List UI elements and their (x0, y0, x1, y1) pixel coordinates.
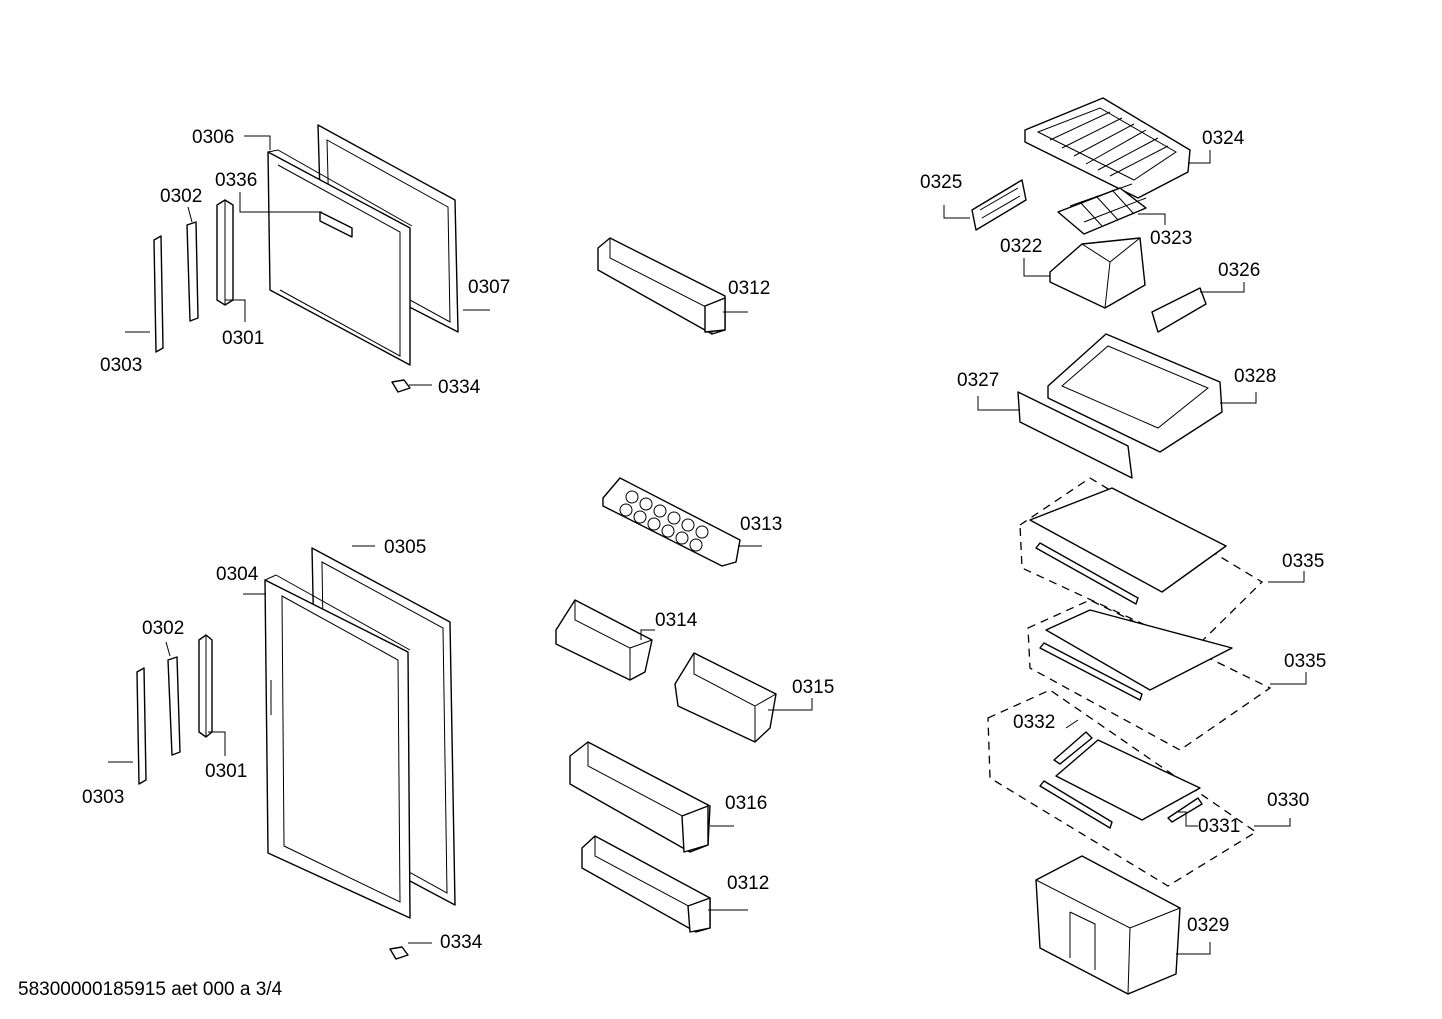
label-0335-a: 0335 (1282, 551, 1324, 572)
freezer-door-0306 (267, 149, 413, 366)
handle-trim-0303-bottom (136, 667, 147, 785)
label-0301-bottom: 0301 (205, 761, 247, 782)
drawer-front-0327 (1017, 391, 1133, 479)
fridge-door-0304 (264, 574, 411, 919)
label-0336: 0336 (215, 170, 257, 191)
label-0326: 0326 (1218, 260, 1260, 281)
label-0334-bottom: 0334 (440, 932, 483, 953)
flap-0326 (1151, 287, 1207, 333)
door-shelf-0312-bottom (581, 835, 711, 933)
document-footer: 58300000185915 aet 000 a 3/4 (18, 979, 283, 1000)
drawer-0328 (1047, 333, 1223, 453)
label-0330: 0330 (1267, 790, 1309, 811)
label-0325: 0325 (920, 172, 962, 193)
label-0304: 0304 (216, 564, 259, 585)
ice-tray-holder-0325 (971, 179, 1027, 231)
label-0331: 0331 (1198, 816, 1240, 837)
handle-trim-0303-top (153, 235, 164, 353)
label-0312-top: 0312 (728, 278, 770, 299)
label-0313: 0313 (740, 514, 782, 535)
door-bin-0314 (555, 599, 653, 681)
door-shelf-0316 (569, 741, 711, 853)
glass-shelf-0335-a (1019, 477, 1264, 649)
label-0314: 0314 (655, 610, 698, 631)
hinge-0334-bottom (389, 946, 409, 960)
freezer-shelf-0324 (1024, 97, 1191, 199)
handle-bracket-0302-top (186, 221, 199, 322)
label-0323: 0323 (1150, 228, 1192, 249)
handle-0301-top (216, 199, 234, 306)
label-0302-top: 0302 (160, 186, 202, 207)
label-0324: 0324 (1202, 128, 1245, 149)
vegetable-bin-0329 (1035, 855, 1181, 995)
label-0306: 0306 (192, 127, 234, 148)
egg-tray-0313 (602, 477, 741, 567)
label-0301-top: 0301 (222, 328, 264, 349)
label-0316: 0316 (725, 793, 767, 814)
label-0335-b: 0335 (1284, 651, 1326, 672)
label-0312-bottom: 0312 (727, 873, 769, 894)
label-0322: 0322 (1000, 236, 1042, 257)
ice-cube-box-0322 (1049, 237, 1146, 309)
handle-0301-bottom (198, 634, 213, 738)
label-0329: 0329 (1187, 915, 1229, 936)
label-0307: 0307 (468, 277, 510, 298)
ice-cube-tray-0323 (1057, 183, 1147, 235)
label-0303-bottom: 0303 (82, 787, 124, 808)
glass-shelf-0335-b (1027, 599, 1272, 751)
label-0315: 0315 (792, 677, 834, 698)
label-0303-top: 0303 (100, 355, 142, 376)
glass-shelf-0330 (987, 689, 1258, 887)
label-0302-bottom: 0302 (142, 618, 184, 639)
label-0334-top: 0334 (438, 377, 481, 398)
door-shelf-0312-top (597, 237, 726, 335)
label-0305: 0305 (384, 537, 426, 558)
label-0328: 0328 (1234, 366, 1276, 387)
label-0332: 0332 (1013, 712, 1055, 733)
handle-bracket-0302-bottom (167, 656, 181, 756)
hinge-0334-top (391, 379, 411, 393)
door-bin-0315 (674, 652, 777, 743)
label-0327: 0327 (957, 370, 999, 391)
